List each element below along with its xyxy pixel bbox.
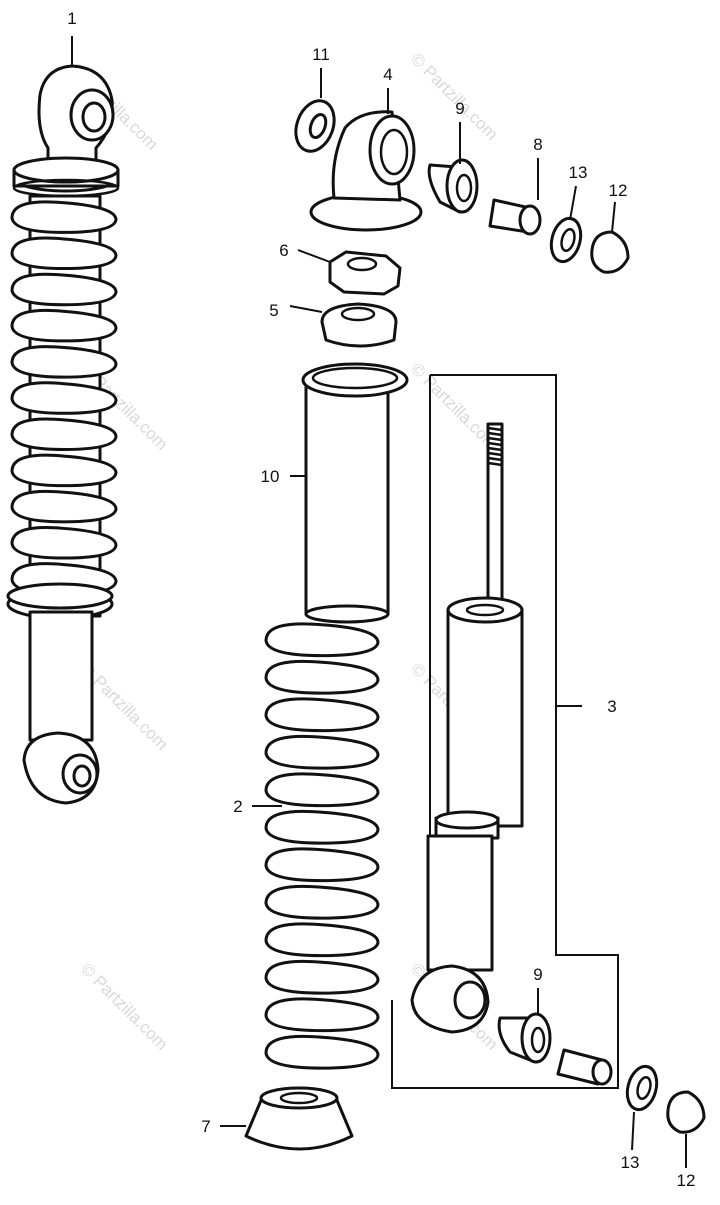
callout-6: 6 — [279, 241, 288, 260]
rod-thread — [487, 431, 503, 437]
callout-9-bottom: 9 — [533, 965, 542, 984]
rod-thread — [487, 451, 503, 457]
left-spring-coil — [10, 526, 118, 560]
mid-spring-coil — [264, 734, 380, 770]
callout-5: 5 — [269, 301, 278, 320]
left-spring-coil — [10, 236, 118, 271]
mid-spring-coil — [264, 697, 380, 733]
left-spring-coil — [10, 200, 118, 234]
left-spring-coil — [10, 381, 118, 415]
callout-12-bottom: 12 — [677, 1171, 696, 1190]
nut-part-6 — [328, 250, 402, 296]
callout-2: 2 — [233, 797, 242, 816]
callout-12-top: 12 — [609, 181, 628, 200]
washer-part-11 — [294, 99, 336, 153]
callout-11: 11 — [312, 45, 330, 64]
lower-cup-part-7 — [244, 1086, 354, 1151]
washer-part-13-bottom — [625, 1064, 659, 1112]
callout-labels: 1 2 3 4 5 6 7 8 9 9 10 11 12 12 13 13 — [67, 9, 695, 1190]
mid-spring-coil — [264, 959, 380, 995]
callout-1: 1 — [67, 9, 76, 28]
mid-spring-coil — [264, 659, 380, 695]
callout-4: 4 — [383, 65, 392, 84]
left-spring-coil — [10, 417, 118, 451]
mid-spring-coil — [264, 772, 380, 808]
mid-spring-coil — [264, 1034, 380, 1070]
mid-spring-coil — [264, 997, 380, 1033]
left-spring-coil — [10, 453, 118, 488]
spring-cover-part-10 — [301, 362, 409, 624]
shock-absorber-assembly — [6, 64, 120, 805]
left-spring-coil — [10, 345, 118, 379]
callout-7: 7 — [201, 1117, 210, 1136]
rod-thread — [487, 446, 503, 452]
callout-9-top: 9 — [455, 99, 464, 118]
rod-thread — [487, 461, 503, 467]
spring-part-2 — [264, 622, 380, 1070]
callout-3: 3 — [607, 697, 616, 716]
rod-thread — [487, 426, 503, 432]
mid-spring-coil — [264, 809, 380, 845]
callout-13-top: 13 — [569, 163, 588, 182]
callout-8: 8 — [533, 135, 542, 154]
washer-part-13-top — [549, 216, 583, 264]
mid-spring-coil — [264, 922, 380, 958]
left-spring-coil — [10, 272, 118, 307]
mid-spring-coil — [264, 622, 380, 658]
rod-thread — [487, 436, 503, 442]
callout-10: 10 — [261, 467, 280, 486]
bushing-part-9-bottom — [497, 1012, 552, 1064]
mid-spring-coil — [264, 847, 380, 883]
cap-nut-part-12-bottom — [666, 1090, 706, 1134]
left-spring-coil — [10, 489, 118, 524]
collar-part-8-top — [488, 198, 542, 236]
cap-nut-part-12-top — [590, 230, 630, 274]
mid-spring-coil — [264, 884, 380, 920]
left-spring-coil — [10, 308, 118, 343]
watermark-text: © Partzilla.com — [77, 959, 171, 1053]
watermark-text: © Partzilla.com — [407, 49, 501, 143]
rod-thread — [487, 456, 503, 462]
damper-part-3 — [391, 374, 619, 1089]
bushing-part-9-top — [427, 158, 479, 214]
cup-bushing-part-5 — [320, 302, 398, 348]
collar-part-8-bottom — [556, 1048, 613, 1086]
callout-13-bottom: 13 — [621, 1153, 640, 1172]
upper-mount-part-4 — [309, 110, 423, 232]
leader-lines — [71, 36, 687, 1168]
rod-thread — [487, 441, 503, 447]
